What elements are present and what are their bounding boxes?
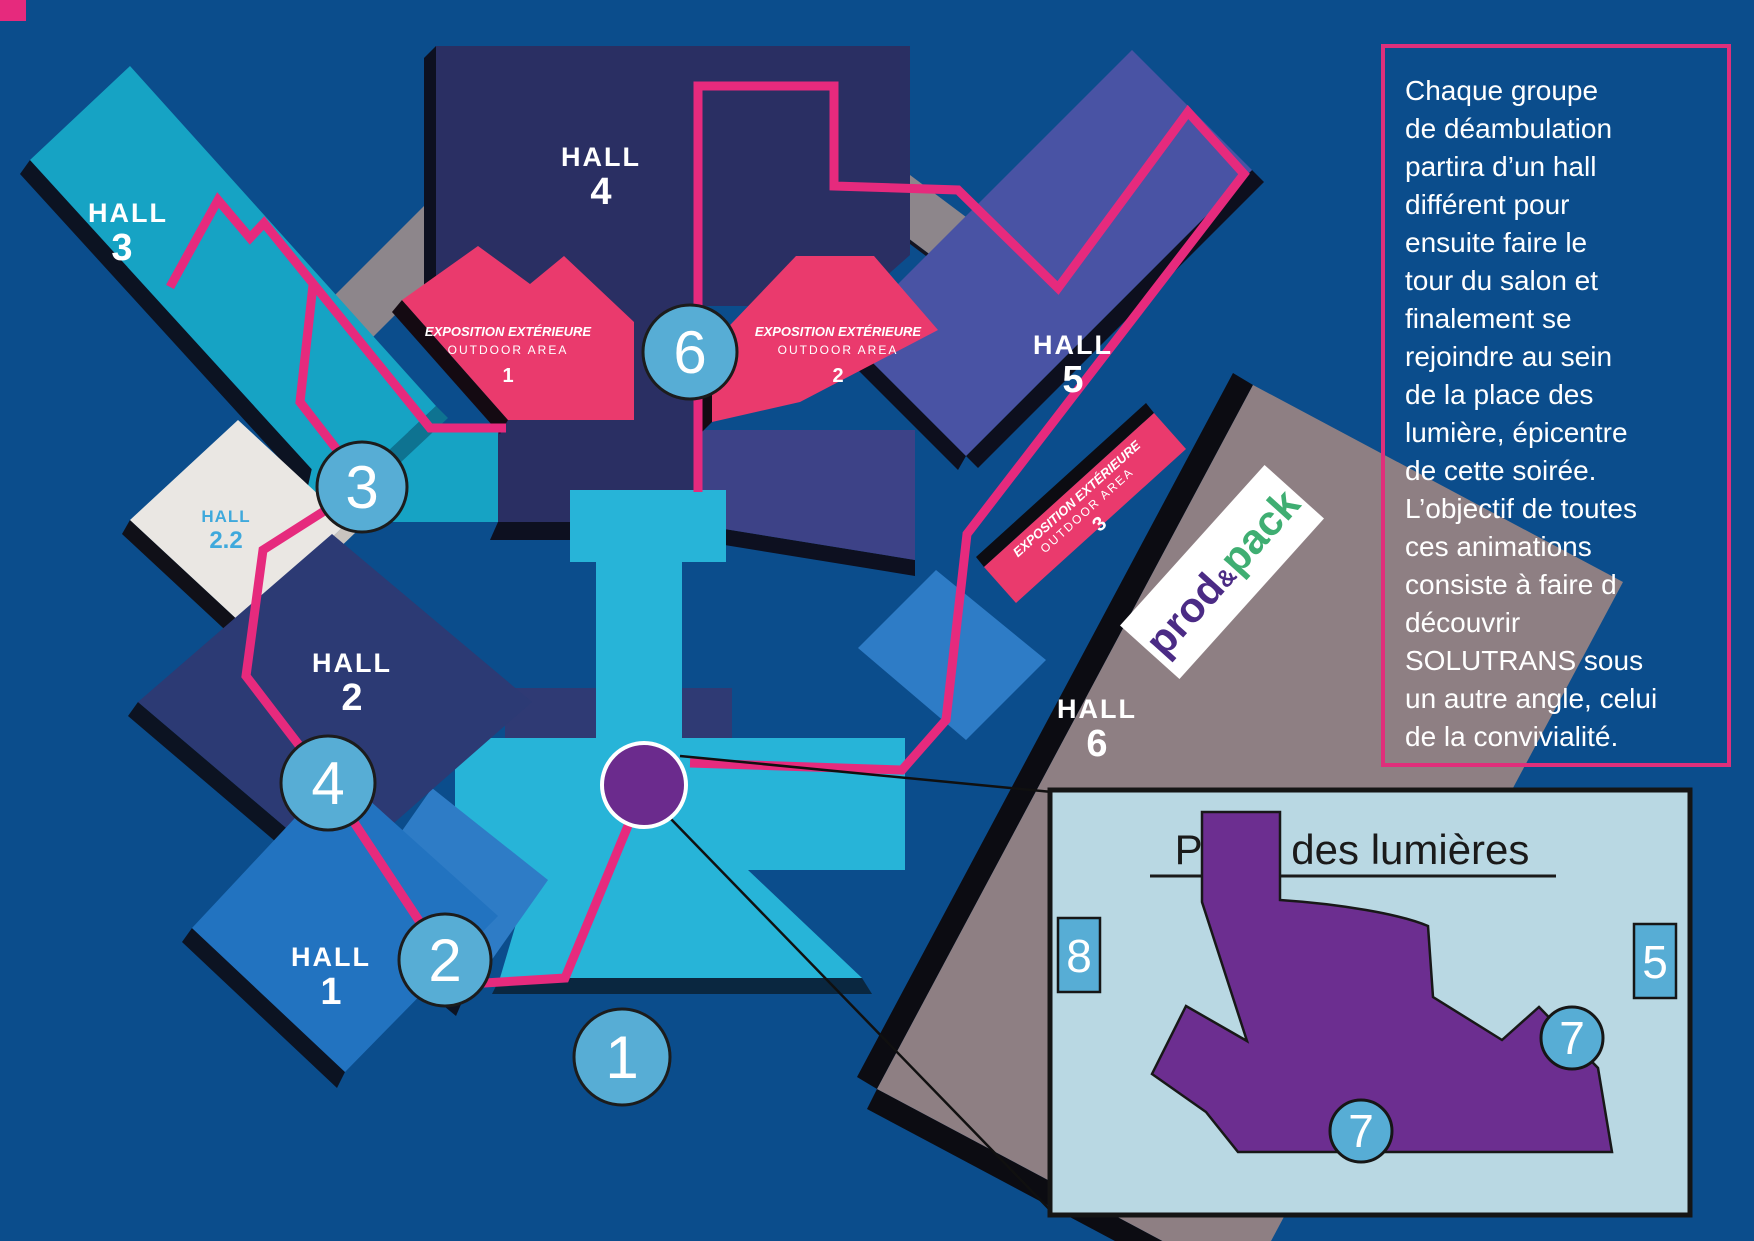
outdoor-area-2-sublabel: OUTDOOR AREA <box>778 343 899 357</box>
hall-5-number: 5 <box>1062 359 1083 401</box>
hall-6-label: HALL <box>1057 694 1137 724</box>
marker-4: 4 <box>311 750 344 817</box>
outdoor-area-1-sublabel: OUTDOOR AREA <box>448 343 569 357</box>
hall-2-2-label: HALL <box>201 507 250 526</box>
marker-2: 2 <box>428 927 461 994</box>
outdoor-area-2: EXPOSITION EXTÉRIEURE OUTDOOR AREA 2 <box>700 256 938 434</box>
hall-4-number: 4 <box>590 171 611 213</box>
route-hall2-hall1 <box>241 483 449 963</box>
hall-3-label: HALL <box>88 198 168 228</box>
hall-1-number: 1 <box>320 971 341 1013</box>
hall-2-number: 2 <box>341 677 362 719</box>
outdoor-area-1: EXPOSITION EXTÉRIEURE OUTDOOR AREA 1 <box>392 246 634 434</box>
corner-accent <box>0 0 26 21</box>
route-hall3 <box>166 192 506 433</box>
outdoor-area-1-number: 1 <box>502 365 513 387</box>
hall-1-building <box>182 772 498 1088</box>
marker-6: 6 <box>673 319 706 386</box>
hall-labels: HALL 3 HALL 4 HALL 5 HALL 2 HALL 1 HALL … <box>88 142 1137 1013</box>
hall-1-label: HALL <box>291 942 371 972</box>
hall-3-number: 3 <box>111 227 132 269</box>
place-des-lumieres-inset: Place des lumières 8 5 7 7 <box>1047 787 1693 1218</box>
hall-6-number: 6 <box>1086 723 1107 765</box>
inset-badge-5: 5 <box>1642 936 1668 988</box>
hall-2-label: HALL <box>312 648 392 678</box>
description-panel: Chaque groupe de déambulation partira d’… <box>1381 44 1731 767</box>
inset-connector-lines <box>669 754 1053 1213</box>
route-hall4-hall5 <box>689 81 1250 775</box>
walking-routes <box>166 81 1250 989</box>
route-markers: 3 4 2 1 6 <box>279 303 739 1107</box>
marker-1: 1 <box>605 1024 638 1091</box>
hall-4-label: HALL <box>561 142 641 172</box>
outdoor-area-2-number: 2 <box>832 365 843 387</box>
marker-3: 3 <box>345 454 378 521</box>
outdoor-area-2-label: EXPOSITION EXTÉRIEURE <box>755 324 921 339</box>
hall-5-label: HALL <box>1033 330 1113 360</box>
place-des-lumieres-spot <box>600 741 688 829</box>
place-des-lumieres-shape <box>1150 810 1614 1154</box>
outdoor-area-1-label: EXPOSITION EXTÉRIEURE <box>425 324 591 339</box>
hall-2-2-number: 2.2 <box>209 527 242 554</box>
inset-marker-7b: 7 <box>1348 1105 1374 1157</box>
inset-badge-8: 8 <box>1066 930 1092 982</box>
inset-marker-7a: 7 <box>1559 1012 1585 1064</box>
